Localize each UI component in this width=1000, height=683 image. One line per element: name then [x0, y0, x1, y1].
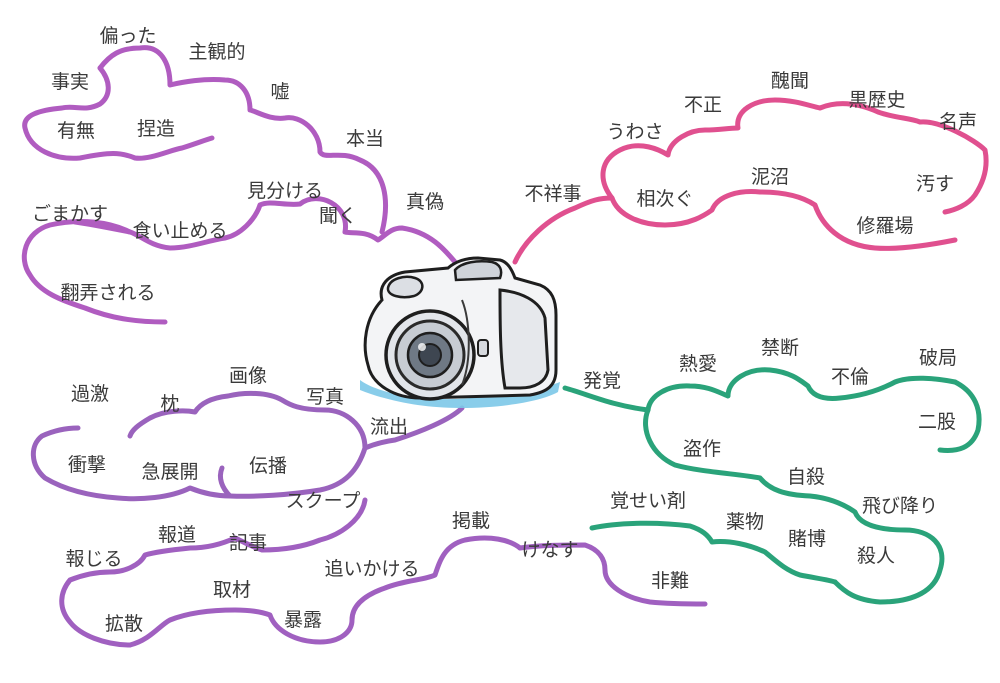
word-label: ごまかす	[32, 203, 108, 225]
branch-line	[72, 219, 133, 235]
word-label: 枕	[160, 393, 179, 415]
word-label: 写真	[306, 386, 344, 408]
word-label: 熱愛	[679, 353, 717, 375]
branch-line	[30, 425, 368, 502]
word-label: 黒歴史	[848, 89, 905, 111]
word-label: 嘘	[270, 81, 289, 103]
word-label: 偏った	[99, 25, 156, 47]
word-label: 報じる	[65, 548, 122, 570]
word-label: 飛び降り	[862, 495, 938, 517]
word-label: 捏造	[137, 118, 175, 140]
word-label: 発覚	[583, 370, 621, 392]
word-label: スクープ	[286, 490, 361, 512]
word-label: 禁断	[761, 337, 799, 359]
word-label: 破局	[919, 347, 957, 369]
camera-viewfinder	[453, 260, 503, 282]
word-label: 本当	[346, 128, 384, 150]
branch-line	[517, 542, 708, 607]
word-label: 掲載	[452, 510, 490, 532]
word-label: 泥沼	[751, 166, 789, 188]
word-label: 有無	[57, 120, 95, 142]
word-label: 画像	[229, 365, 267, 387]
word-label: 報道	[158, 524, 196, 546]
word-label: 流出	[370, 416, 408, 438]
word-label: 衝撃	[68, 454, 106, 476]
branch-line	[22, 65, 215, 161]
word-label: 記事	[229, 532, 267, 554]
word-label: うわさ	[606, 121, 663, 143]
word-label: 汚す	[916, 173, 954, 195]
branch-truth	[21, 45, 458, 325]
word-label: 盗作	[683, 438, 721, 460]
branch-line	[609, 189, 958, 251]
branch-line	[643, 407, 945, 605]
word-label: 二股	[918, 411, 956, 433]
camera-lens-highlight	[418, 343, 426, 351]
branch-line	[917, 119, 989, 215]
word-label: 事実	[51, 71, 89, 93]
word-label: 過激	[71, 383, 109, 405]
camera-icon	[360, 256, 560, 408]
word-label: 相次ぐ	[636, 188, 693, 210]
word-label: 醜聞	[771, 70, 809, 92]
word-label: 急展開	[141, 461, 198, 483]
word-label: 殺人	[857, 545, 895, 567]
branch-line	[97, 45, 388, 235]
camera-accent	[360, 380, 560, 408]
branch-line	[127, 390, 465, 451]
branch-line	[937, 379, 982, 453]
word-label: けなす	[521, 539, 578, 561]
branch-line	[127, 535, 523, 648]
branch-line	[217, 465, 233, 499]
word-label: 拡散	[105, 613, 143, 635]
branch-leak	[30, 390, 465, 502]
word-label: 追いかける	[324, 558, 419, 580]
word-label: 不祥事	[524, 183, 581, 205]
word-label: 主観的	[188, 41, 245, 63]
camera-mode-dial	[386, 275, 424, 299]
branch-line	[512, 97, 923, 265]
word-labels: 偏った 主観的 事実 嘘 有無 捏造 本当 真偽 見分ける 聞く ごまかす 食い…	[32, 25, 977, 635]
branch-report	[59, 497, 708, 648]
word-label: 不倫	[831, 366, 869, 388]
branch-line	[562, 367, 958, 413]
camera-body-detail	[461, 299, 470, 386]
word-label: 名声	[939, 111, 977, 133]
branch-affair	[562, 367, 982, 605]
word-label: 食い止める	[132, 220, 227, 242]
word-label: 非難	[651, 570, 689, 592]
word-label: 賭博	[788, 528, 826, 550]
branch-line	[589, 520, 838, 585]
branch-scandal	[512, 97, 989, 265]
branch-line	[257, 196, 458, 265]
branch-line	[59, 497, 368, 648]
word-label: 見分ける	[247, 180, 323, 202]
word-label: 伝播	[249, 455, 287, 477]
camera-grip	[498, 288, 550, 390]
word-label: 自殺	[787, 466, 825, 488]
word-label: 真偽	[406, 191, 444, 213]
word-label: 不正	[684, 94, 722, 116]
word-label: 取材	[213, 579, 251, 601]
word-label: 薬物	[726, 511, 764, 533]
word-label: 翻弄される	[60, 282, 155, 304]
word-label: 聞く	[319, 205, 357, 227]
camera-button	[477, 339, 489, 357]
word-label: 覚せい剤	[610, 490, 686, 512]
word-label: 修羅場	[856, 215, 913, 237]
word-label: 暴露	[284, 609, 322, 631]
